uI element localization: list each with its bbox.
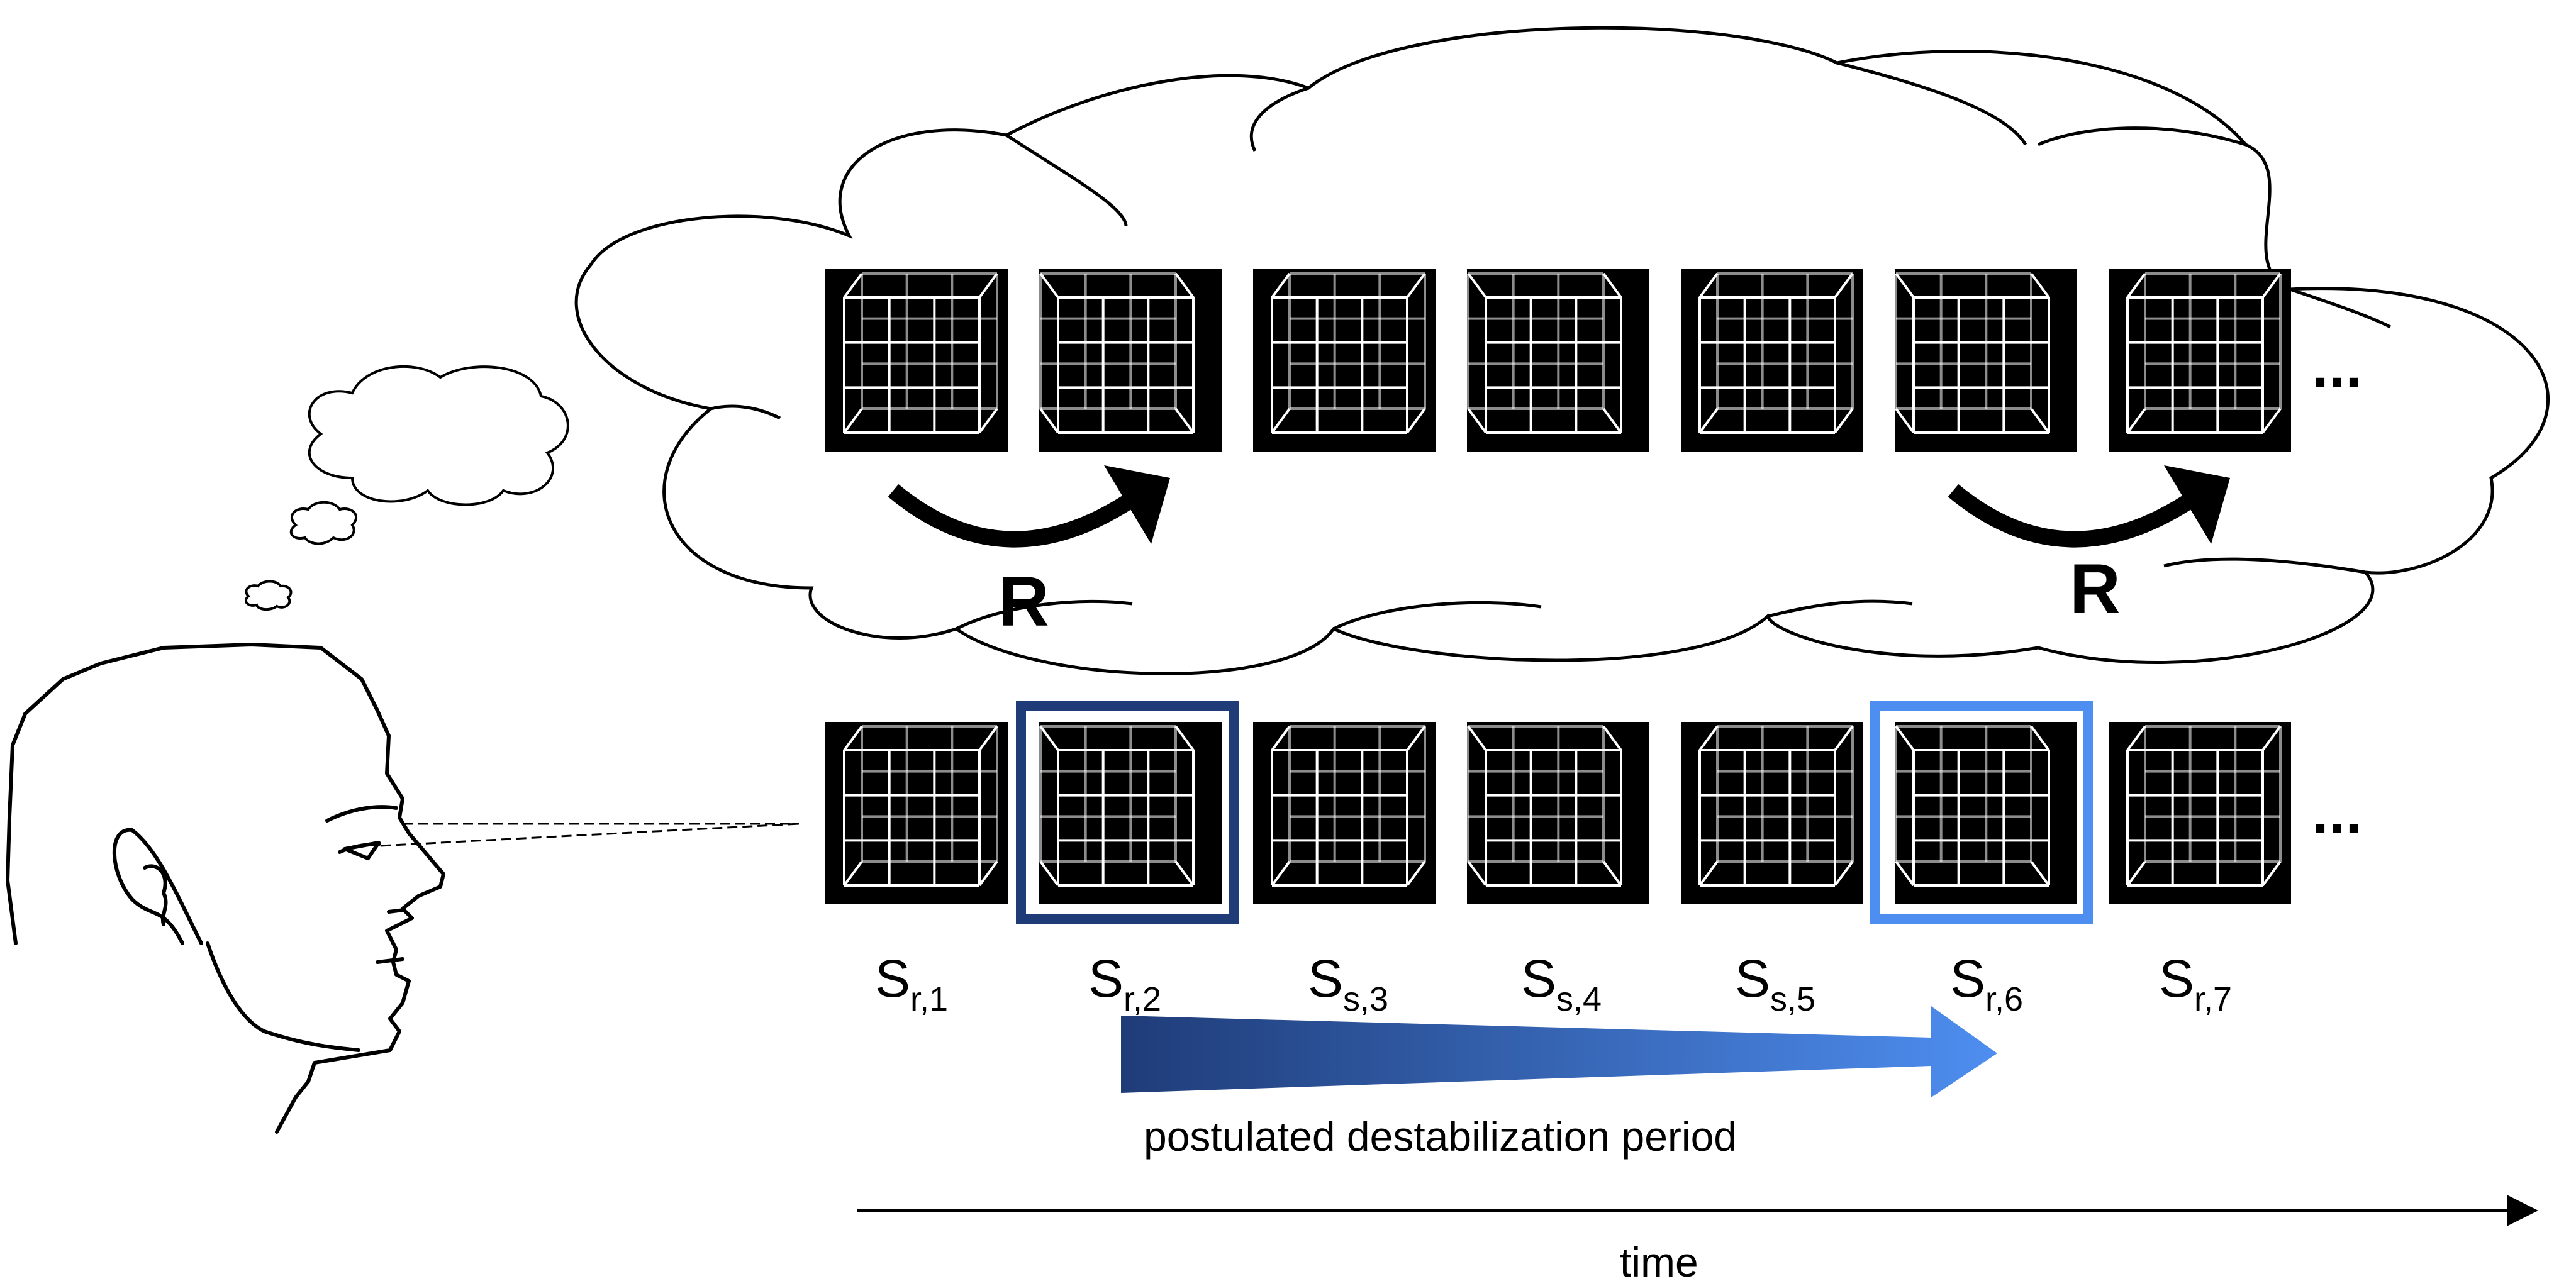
- thought-frame-2: [1039, 269, 1222, 452]
- stimulus-frame-7: [2109, 722, 2291, 904]
- stimulus-label-1: Sr,1: [875, 949, 948, 1018]
- time-arrowhead: [2507, 1195, 2538, 1226]
- thought-bubble-small: [244, 580, 293, 611]
- stimulus-label-4: Ss,4: [1521, 949, 1602, 1018]
- thought-frame-4: [1467, 269, 1649, 452]
- thought-bubbles: [244, 365, 569, 611]
- stimulus-frame-1: [825, 722, 1008, 904]
- stimulus-frames-row: [825, 722, 2291, 904]
- stimulus-label-2: Sr,2: [1088, 949, 1161, 1018]
- reversal-arrow-2: [1948, 484, 2200, 548]
- stimulus-frame-2: [1039, 722, 1222, 904]
- destabilization-label: postulated destabilization period: [1144, 1113, 1737, 1160]
- stimulus-labels: Sr,1 Sr,2 Ss,3 Ss,4 Ss,5 Sr,6 Sr,7: [875, 949, 2232, 1018]
- thought-frame-1: [825, 269, 1008, 452]
- human-head-profile: [6, 643, 445, 1134]
- stimulus-frame-6: [1895, 722, 2077, 904]
- stimulus-ellipsis: ...: [2312, 779, 2362, 846]
- time-axis: [857, 1195, 2538, 1226]
- stimulus-frame-4: [1467, 722, 1649, 904]
- thought-frame-7: [2109, 269, 2291, 452]
- highlight-end-frame: [1870, 701, 2093, 924]
- line-of-sight: [380, 823, 800, 847]
- stimulus-frame-5: [1681, 722, 1863, 904]
- reversal-label-2: R: [2070, 550, 2121, 628]
- stimulus-label-6: Sr,6: [1950, 949, 2023, 1018]
- reversal-arrow-1: [888, 484, 1140, 548]
- reversal-arrowhead-2: [2164, 465, 2230, 544]
- reversal-arrowhead-1: [1104, 465, 1170, 544]
- stimulus-label-5: Ss,5: [1735, 949, 1815, 1018]
- thought-bubble-medium: [289, 501, 358, 545]
- thought-frame-6: [1895, 269, 2077, 452]
- thought-frames-row: [825, 269, 2291, 452]
- stimulus-label-3: Ss,3: [1308, 949, 1388, 1018]
- time-label: time: [1620, 1239, 1698, 1285]
- thought-ellipsis: ...: [2312, 333, 2362, 400]
- thought-frame-5: [1681, 269, 1863, 452]
- thought-bubble-large: [308, 365, 569, 506]
- reversal-label-1: R: [998, 562, 1049, 641]
- destabilization-arrow: [1121, 1006, 1997, 1097]
- reversal-arrows: [888, 465, 2230, 548]
- thought-frame-3: [1253, 269, 1436, 452]
- highlight-start-frame: [1016, 701, 1239, 924]
- stimulus-frame-3: [1253, 722, 1436, 904]
- stimulus-label-7: Sr,7: [2159, 949, 2232, 1018]
